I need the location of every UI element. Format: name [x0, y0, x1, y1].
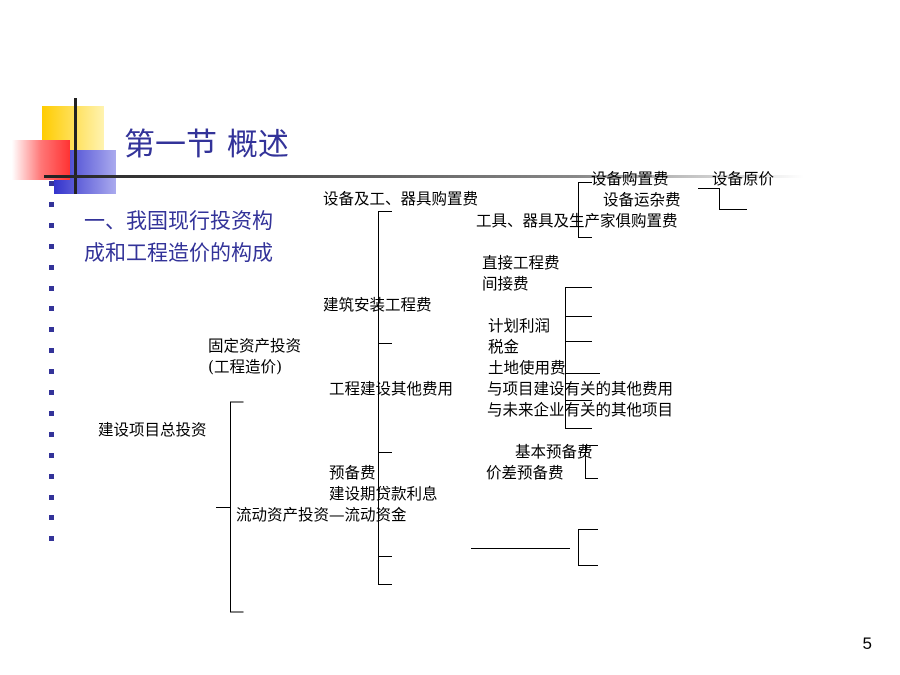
planned-profit: 计划利润	[488, 317, 551, 335]
equipment-original-price: 设备原价	[712, 170, 775, 188]
equipment-and-tools: 设备及工、器具购置费	[323, 190, 479, 208]
other-construction-costs: 工程建设其他费用	[329, 380, 454, 398]
bullet-square	[49, 369, 54, 375]
bullet-square	[49, 306, 54, 312]
reserve-fund: 预备费	[329, 464, 376, 482]
slide-title: 第一节 概述	[124, 127, 289, 163]
bullet-square	[49, 536, 54, 542]
price-difference-reserve: 价差预备费	[486, 464, 564, 482]
working-capital-investment: 流动资产投资—流动资金	[236, 506, 407, 524]
land-use-fee: 土地使用费	[488, 359, 566, 377]
root-total-investment: 建设项目总投资	[98, 421, 207, 439]
bullet-square	[49, 222, 54, 228]
bullet-square	[49, 285, 54, 291]
page-number: 5	[862, 634, 872, 653]
bullet-square	[49, 264, 54, 270]
slide-subtitle: 一、我国现行投资构 成和工程造价的构成	[84, 205, 273, 269]
direct-engineering-cost: 直接工程费	[482, 254, 560, 272]
project-related-costs: 与项目建设有关的其他费用	[487, 380, 674, 398]
bullet-square	[49, 348, 54, 354]
bullet-square	[49, 494, 54, 500]
equipment-freight: 设备运杂费	[603, 191, 681, 209]
basic-reserve: 基本预备费	[515, 443, 593, 461]
construction-installation: 建筑安装工程费	[323, 296, 432, 314]
construction-loan-interest: 建设期贷款利息	[329, 485, 438, 503]
bullet-square	[49, 201, 54, 207]
bullet-square	[49, 431, 54, 437]
bullet-square	[49, 243, 54, 249]
bullet-square	[49, 410, 54, 416]
bullet-square	[49, 473, 54, 479]
fixed-asset-investment: 固定资产投资	[208, 337, 302, 355]
tax: 税金	[488, 338, 520, 356]
bullet-square	[49, 327, 54, 333]
bullet-square	[49, 452, 54, 458]
fixed-asset-engineering-cost: (工程造价)	[208, 358, 283, 376]
equipment-purchase: 设备购置费	[591, 170, 669, 188]
subtitle-line-1: 一、我国现行投资构	[84, 209, 273, 233]
indirect-cost: 间接费	[482, 275, 529, 293]
bullet-square	[49, 515, 54, 521]
bullet-square	[49, 390, 54, 395]
future-enterprise-costs: 与未来企业有关的其他项目	[487, 401, 674, 419]
subtitle-line-2: 成和工程造价的构成	[84, 241, 273, 265]
bullet-square	[49, 181, 54, 186]
tools-purchase: 工具、器具及生产家俱购置费	[476, 212, 678, 230]
